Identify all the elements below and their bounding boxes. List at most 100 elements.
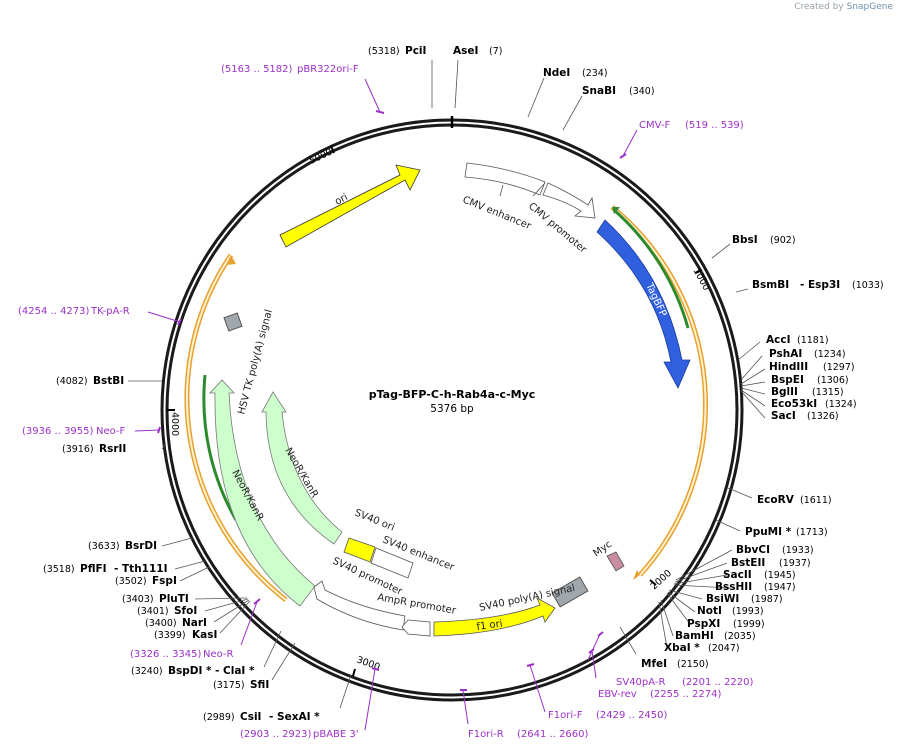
site-pcii: PciI [405,45,426,57]
green-arc-right [613,208,690,329]
svg-text:(2255 .. 2274): (2255 .. 2274) [650,689,722,700]
svg-text:(234): (234) [582,68,608,79]
svg-text:(1315): (1315) [812,387,844,398]
svg-text:(1033): (1033) [852,280,884,291]
plasmid-name: pTag-BFP-C-h-Rab4a-c-Myc [369,388,536,401]
site-ppumi: PpuMI * [745,526,792,538]
site-kasi: KasI [192,629,217,641]
site-bstbi: BstBI [93,375,124,387]
cmv-promoter-feature [542,182,596,219]
svg-text:(1987): (1987) [751,594,783,605]
primer-neo-r: Neo-R [203,649,234,660]
svg-text:(1326): (1326) [807,411,839,422]
sv40-enhancer-feature [370,547,414,579]
svg-text:(1933): (1933) [782,545,814,556]
site-mfei: MfeI [641,658,667,670]
site-hindiii: HindIII [769,361,808,373]
primer-sv40pa-r: SV40pA-R [616,677,665,688]
site-pspxi: PspXI [687,618,720,630]
site-fspi: FspI [152,575,177,587]
svg-text:(3175): (3175) [213,680,245,691]
svg-text:(1324): (1324) [825,399,857,410]
site-bbvci: BbvCI [736,544,770,556]
sv40-polya-feature [551,576,589,608]
svg-text:(519 .. 539): (519 .. 539) [685,120,744,131]
site-snabi: SnaBI [582,85,616,97]
ori-feature [279,164,421,248]
tick-4000: 4000 [169,412,180,436]
primer-leaders [134,78,638,731]
site-bsmbi: BsmBI [752,279,789,291]
svg-text:(2641 .. 2660): (2641 .. 2660) [517,729,589,740]
svg-text:(1297): (1297) [823,362,855,373]
sv40-promoter-feature [313,580,406,631]
site-asei: AseI [453,45,478,57]
site-nari: NarI [182,617,207,629]
site-ecorv: EcoRV [757,494,795,506]
svg-text:(3936 .. 3955): (3936 .. 3955) [22,426,94,437]
primer-pbr322ori-f: pBR322ori-F [297,64,359,75]
svg-text:(3240): (3240) [131,666,163,677]
site-csii: CsiI [240,711,261,723]
svg-text:- SexAI *: - SexAI * [269,711,320,723]
green-arc-left [202,374,238,521]
svg-text:(340): (340) [629,86,655,97]
primer-f1ori-r: F1ori-R [468,729,504,740]
site-pflfi: PflFI [80,563,107,575]
tick-5000: 5000 [308,147,335,167]
svg-text:(7): (7) [489,46,502,57]
svg-text:(5163 .. 5182): (5163 .. 5182) [221,64,293,75]
svg-text:(2150): (2150) [677,659,709,670]
svg-text:- Tth111I: - Tth111I [114,563,168,575]
site-acci: AccI [766,334,790,346]
site-bglii: BglII [771,386,798,398]
svg-text:(2201 .. 2220): (2201 .. 2220) [682,677,754,688]
svg-text:(5318): (5318) [368,46,400,57]
site-bspdi: BspDI * [168,665,212,677]
site-sfii: SfiI [250,679,269,691]
svg-text:(1947): (1947) [764,582,796,593]
primer-f1ori-f: F1ori-F [548,710,583,721]
svg-text:(3401): (3401) [137,606,169,617]
sv40-ori-label: SV40 ori [353,508,396,534]
plasmid-size: 5376 bp [430,403,474,415]
svg-text:(2903 .. 2923): (2903 .. 2923) [240,729,312,740]
f1-ori-feature [433,597,556,637]
ori-label: ori [333,192,350,208]
neor-kanr-feature-outer [209,379,316,607]
site-bsshii: BssHII [715,581,752,593]
tick-2000: 2000 [649,568,674,592]
svg-text:(1945): (1945) [764,570,796,581]
site-bsiwi: BsiWI [706,593,739,605]
site-rsrii: RsrII [99,443,126,455]
svg-text:(4082): (4082) [56,376,88,387]
site-bsrdi: BsrDI [125,540,157,552]
tagbfp-feature [596,219,691,389]
svg-text:(2047): (2047) [708,643,740,654]
svg-text:(3502): (3502) [115,576,147,587]
svg-text:(3403): (3403) [122,594,154,605]
site-xbai: XbaI * [664,642,700,654]
primer-tk-pa-r: TK-pA-R [90,306,130,317]
site-bamhi: BamHI [675,630,714,642]
svg-text:(3518): (3518) [43,564,75,575]
svg-text:- ClaI *: - ClaI * [215,665,255,677]
svg-text:(1937): (1937) [779,558,811,569]
myc-feature [606,551,625,572]
site-saci: SacI [771,410,796,422]
site-bsteii: BstEII [731,557,765,569]
primer-neo-f: Neo-F [96,426,126,437]
primer-ebv-rev: EBV-rev [598,689,637,700]
svg-text:(2429 .. 2450): (2429 .. 2450) [596,710,668,721]
svg-text:(1611): (1611) [800,495,832,506]
cmv-enhancer-feature [464,162,546,196]
site-pshai: PshAI [769,348,802,360]
site-labels: (5318) PciI AseI (7) NdeI (234) SnaBI (3… [43,45,884,723]
site-noti: NotI [697,605,722,617]
primer-pbabe3: pBABE 3' [313,729,359,740]
hsv-tk-polya-feature [223,312,243,332]
site-bbsi: BbsI [732,234,758,246]
site-eco53ki: Eco53kI [771,398,817,410]
svg-text:(902): (902) [770,235,796,246]
neor-kanr-feature-inner [261,391,343,545]
